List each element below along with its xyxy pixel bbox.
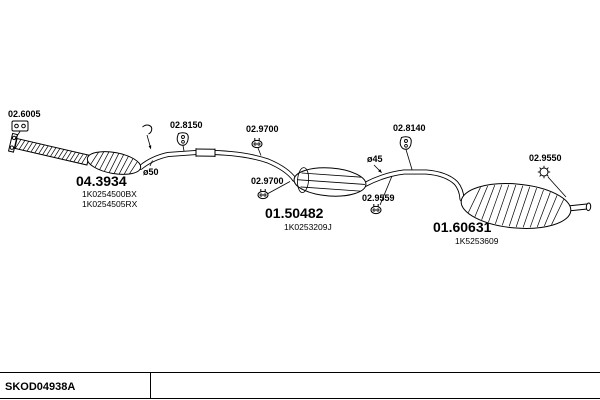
clamp-icon-front — [11, 120, 29, 132]
leader-hanger-rear — [405, 149, 413, 170]
catalytic-converter — [86, 151, 142, 175]
leader-bracket-arrow — [148, 145, 152, 150]
oe-number-mid-muffler: 1K0253209J — [284, 222, 332, 232]
leader-gasket-tail — [547, 176, 567, 198]
hanger-icon-rear — [399, 136, 412, 150]
leader-clamp-mid-rear — [267, 181, 291, 194]
part-code-rear-clamp[interactable]: 02.9559 — [362, 193, 395, 203]
leader-bracket — [146, 134, 151, 148]
oe-number-catalyst-1: 1K0254500BX — [82, 189, 137, 199]
mid-rear-pipe — [362, 169, 465, 202]
part-code-tail-gasket[interactable]: 02.9550 — [529, 153, 562, 163]
leader-hanger-mid — [182, 145, 185, 152]
part-code-rear-hanger[interactable]: 02.8140 — [393, 123, 426, 133]
clamp-icon-mid-front — [251, 138, 263, 149]
oe-number-rear-muffler: 1K5253609 — [455, 236, 499, 246]
oe-number-catalyst-2: 1K0254505RX — [82, 199, 138, 209]
pipe-diameter-rear: ø45 — [367, 154, 383, 164]
footer-table: SKOD04938A — [0, 372, 600, 399]
front-flex-pipe — [7, 132, 90, 166]
leader-front-clamp — [14, 131, 21, 140]
part-code-mid-hanger[interactable]: 02.8150 — [170, 120, 203, 130]
hanger-icon-mid — [176, 132, 189, 146]
document-code: SKOD04938A — [5, 381, 75, 393]
part-code-front-clamp[interactable]: 02.6005 — [8, 109, 41, 119]
clamp-icon-rear — [370, 204, 382, 215]
part-code-mid-clamp-rear[interactable]: 02.9700 — [251, 176, 284, 186]
leader-dia-rear-arrow — [378, 169, 382, 173]
part-code-mid-clamp-front[interactable]: 02.9700 — [246, 124, 279, 134]
bracket-icon — [142, 124, 153, 135]
leader-clamp-rear — [379, 175, 393, 206]
leader-dia-front — [149, 160, 153, 167]
rear-muffler — [460, 183, 572, 229]
mid-muffler — [293, 167, 367, 197]
part-code-mid-muffler[interactable]: 01.50482 — [265, 205, 324, 221]
gasket-icon-tail — [537, 165, 551, 179]
pipe-diameter-front: ø50 — [143, 167, 159, 177]
leader-clamp-mid-front — [257, 147, 262, 156]
part-code-catalyst[interactable]: 04.3934 — [76, 173, 127, 189]
part-code-rear-muffler[interactable]: 01.60631 — [433, 219, 492, 235]
clamp-icon-mid-rear — [257, 189, 269, 200]
front-mid-pipe — [138, 148, 297, 182]
tailpipe-tip — [585, 202, 592, 212]
